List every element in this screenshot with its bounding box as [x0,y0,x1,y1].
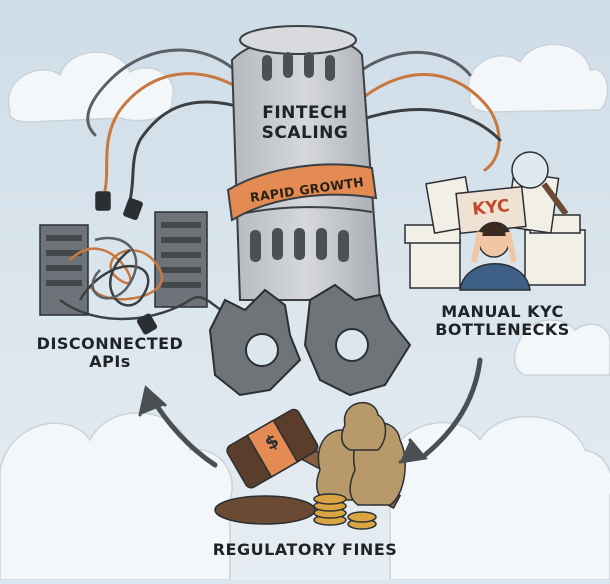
wire-left-3 [86,48,247,137]
wire-left-1 [103,72,252,192]
kyc-paperwork [404,151,586,291]
tower-title-line1: FINTECH [262,103,348,123]
wire-right-3 [353,51,472,77]
arrow-kyc-to-fines [422,357,483,458]
stressed-person [459,221,531,291]
gavel-and-money [214,401,406,530]
tower-top [239,25,357,55]
wire-left-2 [128,100,252,202]
clouds [0,43,610,581]
node-disconnected-apis-line1: DISCONNECTED [36,334,184,353]
cloud-top-left [7,51,175,123]
gavel-head [226,408,319,489]
tangled-wires [86,48,502,202]
tower-title-line2: SCALING [261,123,349,144]
wire-right-2 [358,108,502,142]
leaning-tower [226,25,382,301]
gavel-base [214,495,316,525]
wire-right-1 [358,73,501,172]
tower-windows [250,52,349,262]
node-disconnected-apis-line2: APIs [89,352,131,372]
magnifying-glass-icon [511,151,569,216]
node-manual-kyc-line1: MANUAL KYC [441,302,564,321]
tower-band [235,206,373,216]
gold-coins [313,493,377,530]
node-regulatory-fines-line1: REGULATORY FINES [212,540,398,559]
cloud-mid-right [513,319,610,376]
cloud-bottom-right [389,415,610,581]
money-bags [315,401,406,506]
node-manual-kyc: MANUAL KYC BOTTLENECKS [400,302,605,340]
server-cluster [39,191,231,335]
broken-gears [208,283,412,397]
node-disconnected-apis: DISCONNECTED APIs [20,334,200,372]
cable-tangle [59,236,231,321]
node-manual-kyc-line2: BOTTLENECKS [435,320,570,340]
growth-banner [226,163,378,222]
tower-title: FINTECH SCALING [245,103,365,144]
cycle-arrows [138,357,483,468]
cloud-top-right [467,43,609,113]
plug-icon [95,191,158,335]
node-regulatory-fines: REGULATORY FINES [185,540,425,559]
